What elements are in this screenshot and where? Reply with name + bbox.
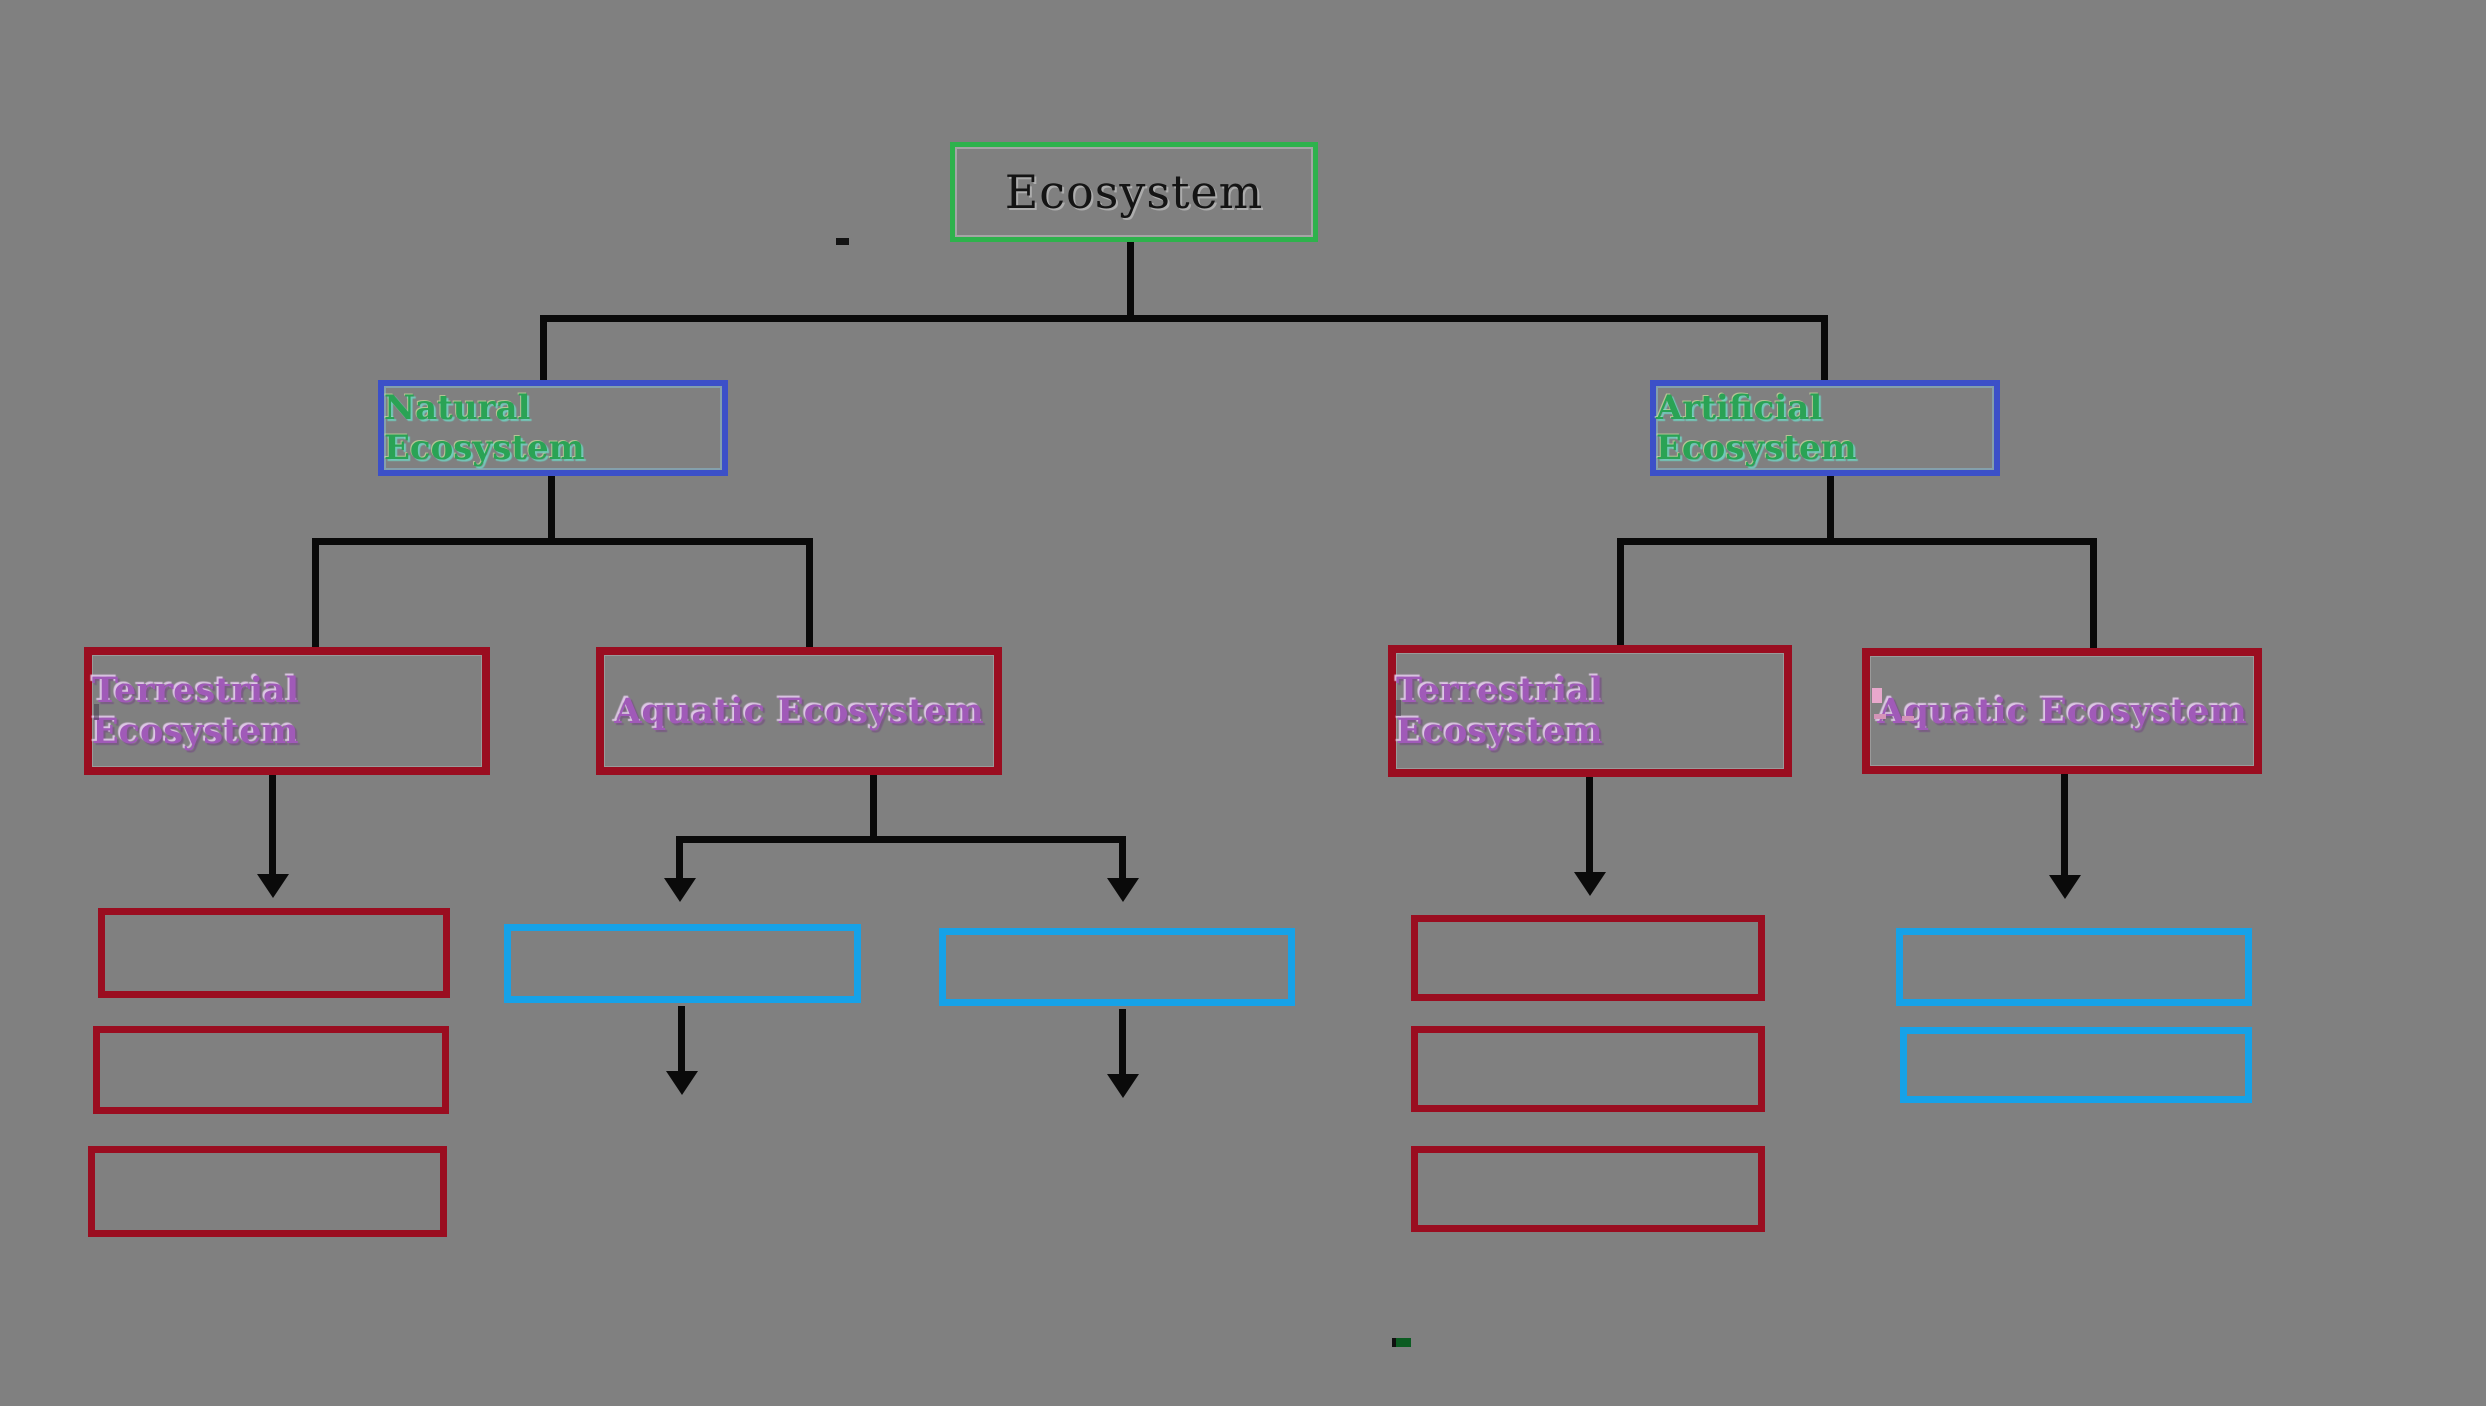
arrow-aquatic-left-b-shaft [1119,836,1126,882]
empty-box-aquatic-right-2 [1900,1027,2252,1103]
connector-drop-natural [540,315,547,383]
stray-dash-mark [836,238,849,245]
connector-aquatic-left-crossbar [676,836,1126,843]
arrow-below-aquatic-left-2-head [1107,1074,1139,1098]
arrow-below-aquatic-left-1-head [666,1071,698,1095]
arrow-terrestrial-right-head [1574,872,1606,896]
node-artificial-ecosystem: Artificial Ecosystem [1650,380,2000,476]
arrow-terrestrial-left-shaft [269,775,276,877]
connector-artificial-crossbar [1617,538,2097,545]
node-aquatic-left: Aquatic Ecosystem [596,647,1002,775]
empty-box-aquatic-left-2 [939,928,1295,1006]
empty-box-terrestrial-right-2 [1411,1026,1765,1112]
stray-pink-dash-1 [1874,714,1886,719]
arrow-below-aquatic-left-1-shaft [678,1006,685,1074]
node-terrestrial-right-label: Terrestrial Ecosystem [1396,670,1604,752]
arrow-aquatic-left-a-head [664,878,696,902]
arrow-aquatic-right-head [2049,875,2081,899]
connector-natural-crossbar [312,538,813,545]
connector-aquatic-left-stem [870,775,877,839]
empty-box-aquatic-left-1 [504,924,861,1003]
node-ecosystem-label: Ecosystem [1004,165,1264,219]
empty-box-terrestrial-left-1 [98,908,450,998]
node-aquatic-left-label: Aquatic Ecosystem [614,690,984,732]
stray-green-dot [1392,1338,1411,1347]
arrow-aquatic-right-shaft [2061,774,2068,878]
connector-artificial-stem [1827,476,1834,542]
empty-box-terrestrial-left-3 [88,1146,447,1237]
connector-drop-terrestrial-right [1617,538,1624,648]
connector-drop-artificial [1821,315,1828,383]
empty-box-aquatic-right-1 [1896,928,2252,1006]
stray-tick-terrestrial-left [94,704,99,720]
node-natural-ecosystem-label: Natural Ecosystem [384,388,585,468]
connector-natural-stem [548,476,555,542]
node-terrestrial-right: Terrestrial Ecosystem [1388,645,1792,777]
arrow-below-aquatic-left-2-shaft [1119,1009,1126,1077]
empty-box-terrestrial-left-2 [93,1026,449,1114]
connector-root-crossbar [540,315,1828,322]
empty-box-terrestrial-right-1 [1411,915,1765,1001]
empty-box-terrestrial-right-3 [1411,1146,1765,1232]
connector-drop-aquatic-left [806,538,813,650]
node-artificial-ecosystem-label: Artificial Ecosystem [1656,388,1857,468]
arrow-terrestrial-left-head [257,874,289,898]
arrow-aquatic-left-b-head [1107,878,1139,902]
arrow-terrestrial-right-shaft [1586,777,1593,875]
node-ecosystem: Ecosystem [950,142,1318,242]
node-natural-ecosystem: Natural Ecosystem [378,380,728,476]
stray-tick-terrestrial-right [1396,700,1401,716]
stray-pink-dash-2 [1902,716,1914,721]
connector-drop-terrestrial-left [312,538,319,650]
node-aquatic-right: Aquatic Ecosystem [1862,648,2262,774]
connector-drop-aquatic-right [2090,538,2097,651]
stray-pink-tick [1872,688,1882,703]
arrow-aquatic-left-a-shaft [676,836,683,882]
node-aquatic-right-label: Aquatic Ecosystem [1877,690,2247,732]
node-terrestrial-left: Terrestrial Ecosystem [84,647,490,775]
node-terrestrial-left-label: Terrestrial Ecosystem [92,670,300,752]
connector-root-stem [1127,240,1134,320]
